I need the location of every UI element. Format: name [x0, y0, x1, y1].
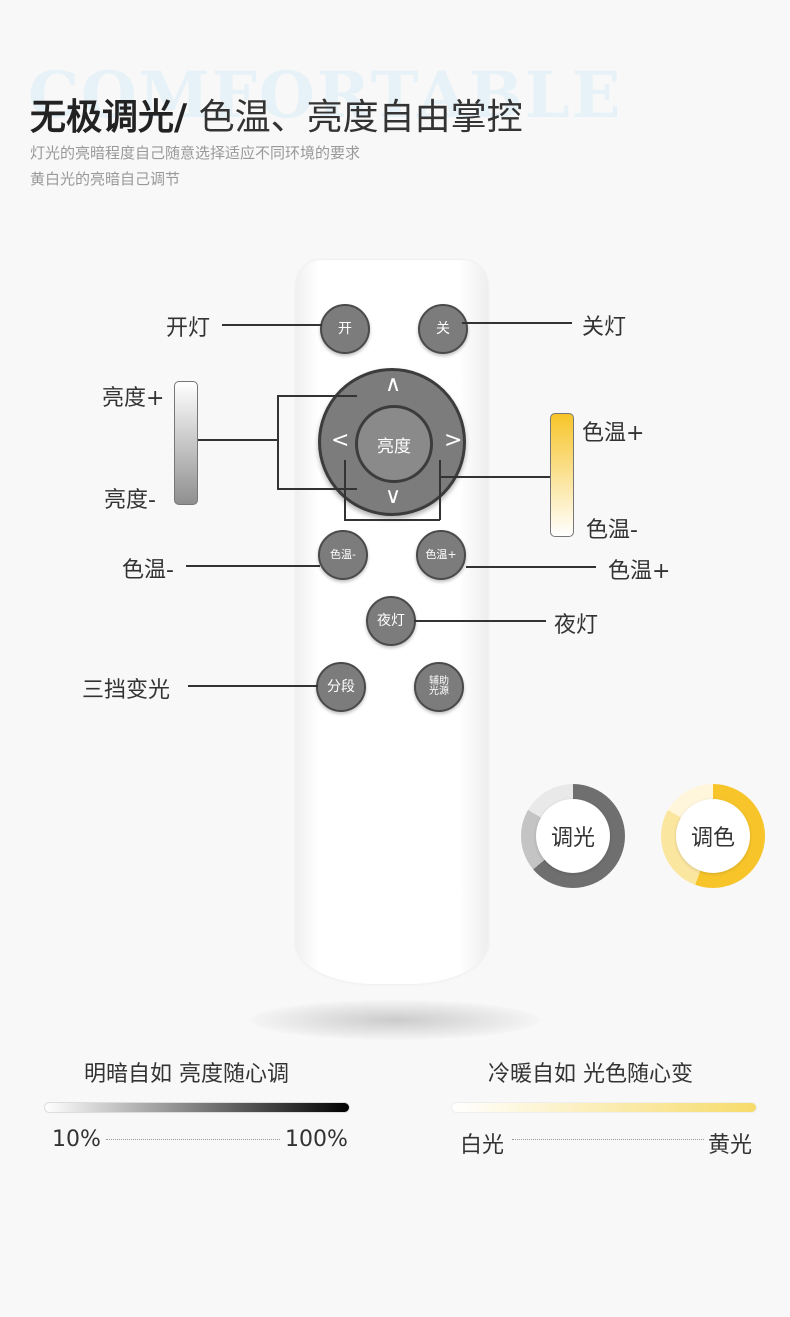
label-power-off: 关灯 [582, 315, 627, 340]
label-three-step: 三挡变光 [82, 678, 171, 703]
label-night-light: 夜灯 [554, 613, 599, 638]
leader-line [462, 322, 572, 324]
title-rest: 色温、亮度自由掌控 [187, 97, 523, 138]
leader-line [414, 620, 546, 622]
color-ring: 调色 [661, 784, 765, 888]
brightness-dpad [318, 368, 466, 516]
bracket-line [277, 488, 357, 490]
brightness-scale-bar [44, 1102, 350, 1113]
leader-line [198, 439, 278, 441]
dimming-ring: 调光 [521, 784, 625, 888]
cct-plus-button[interactable]: 色温+ [416, 530, 466, 580]
brightness-caption: 明暗自如 亮度随心调 [84, 1062, 289, 1087]
color-scale-bar [451, 1102, 757, 1113]
color-caption: 冷暖自如 光色随心变 [488, 1062, 693, 1087]
bracket-line [344, 519, 440, 521]
down-arrow-icon[interactable]: ∨ [385, 484, 402, 509]
segment-button[interactable]: 分段 [316, 662, 366, 712]
dotted-divider [512, 1139, 704, 1140]
brightness-min-label: 10% [52, 1127, 101, 1152]
night-light-button[interactable]: 夜灯 [366, 596, 416, 646]
leader-line [188, 685, 318, 687]
color-max-label: 黄光 [708, 1133, 753, 1158]
bracket-line [277, 395, 357, 397]
label-cct-plus-right: 色温+ [582, 421, 645, 446]
leader-line [222, 324, 322, 326]
dimming-ring-label: 调光 [536, 799, 610, 873]
dotted-divider [106, 1139, 280, 1140]
label-cct-plus-right-2: 色温+ [608, 559, 671, 584]
right-arrow-icon[interactable]: > [444, 428, 463, 453]
bracket-line [277, 395, 279, 489]
color-min-label: 白光 [460, 1133, 505, 1158]
leader-line [440, 476, 550, 478]
label-cct-minus-left: 色温- [122, 558, 174, 583]
brightness-max-label: 100% [285, 1127, 348, 1152]
label-cct-minus-right: 色温- [586, 518, 638, 543]
color-ring-label: 调色 [676, 799, 750, 873]
bracket-line [344, 460, 346, 520]
brightness-gradient-bar [174, 381, 198, 505]
cct-gradient-bar [550, 413, 574, 537]
subtitle-line-1: 灯光的亮暗程度自己随意选择适应不同环境的要求 [30, 144, 361, 162]
aux-light-button[interactable]: 辅助光源 [414, 662, 464, 712]
background-watermark-text: COMFORTABLE [28, 58, 623, 133]
label-brightness-plus: 亮度+ [102, 386, 165, 411]
left-arrow-icon[interactable]: < [331, 428, 350, 453]
brightness-center-button[interactable]: 亮度 [355, 405, 433, 483]
power-on-button[interactable]: 开 [320, 304, 370, 354]
cct-minus-button[interactable]: 色温- [318, 530, 368, 580]
label-brightness-minus: 亮度- [104, 488, 156, 513]
remote-shadow [250, 1000, 540, 1040]
subtitle-line-2: 黄白光的亮暗自己调节 [30, 170, 181, 188]
up-arrow-icon[interactable]: ∧ [385, 372, 402, 397]
power-off-button[interactable]: 关 [418, 304, 468, 354]
leader-line [186, 565, 320, 567]
leader-line [466, 566, 596, 568]
page-title: 无极调光/ 色温、亮度自由掌控 [30, 88, 523, 140]
title-bold: 无极调光/ [30, 97, 188, 138]
label-power-on: 开灯 [166, 316, 211, 341]
bracket-line [439, 460, 441, 520]
